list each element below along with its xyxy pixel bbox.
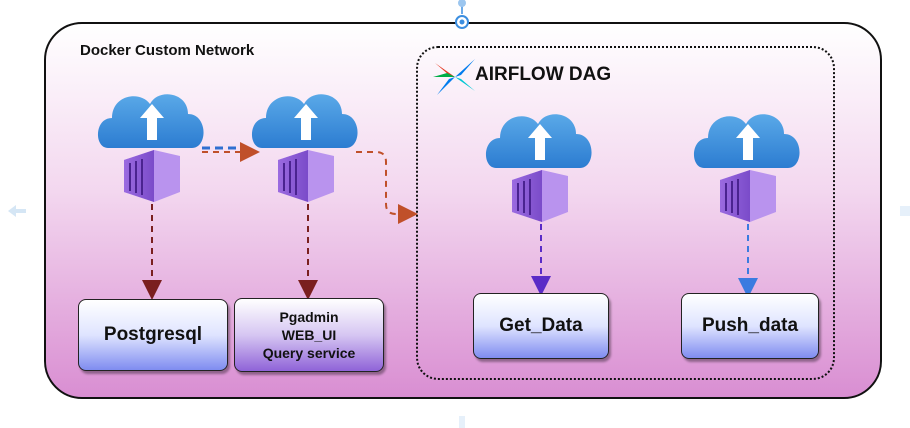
docker-network-title: Docker Custom Network <box>80 42 255 59</box>
left-connect-arrow-icon[interactable] <box>8 205 26 217</box>
selection-handle[interactable] <box>455 0 469 29</box>
pgadmin-label-line1: Pgadmin <box>279 309 339 325</box>
pgadmin-node[interactable]: Pgadmin WEB_UI Query service <box>234 298 384 372</box>
cloud-container-icon-pgadmin <box>251 94 358 202</box>
edge-pgadmin-to-airflow-dag[interactable] <box>356 151 418 224</box>
cloud-container-icon-postgres <box>97 94 204 202</box>
cloud-container-icon-push-data <box>693 114 800 222</box>
pgadmin-label-line3: Query service <box>262 345 356 361</box>
bottom-connect-handle[interactable] <box>459 416 465 428</box>
push-data-label: Push_data <box>701 315 799 336</box>
airflow-dag-title: AIRFLOW DAG <box>475 64 612 85</box>
cloud-container-icon-get-data <box>485 114 592 222</box>
postgresql-node[interactable]: Postgresql <box>78 299 228 371</box>
airflow-logo-icon <box>433 59 475 95</box>
get-data-node[interactable]: Get_Data <box>473 293 609 359</box>
right-connect-handle[interactable] <box>900 206 910 216</box>
get-data-label: Get_Data <box>499 315 583 336</box>
postgresql-label: Postgresql <box>103 324 203 345</box>
pgadmin-label-line2: WEB_UI <box>281 327 337 343</box>
push-data-node[interactable]: Push_data <box>681 293 819 359</box>
